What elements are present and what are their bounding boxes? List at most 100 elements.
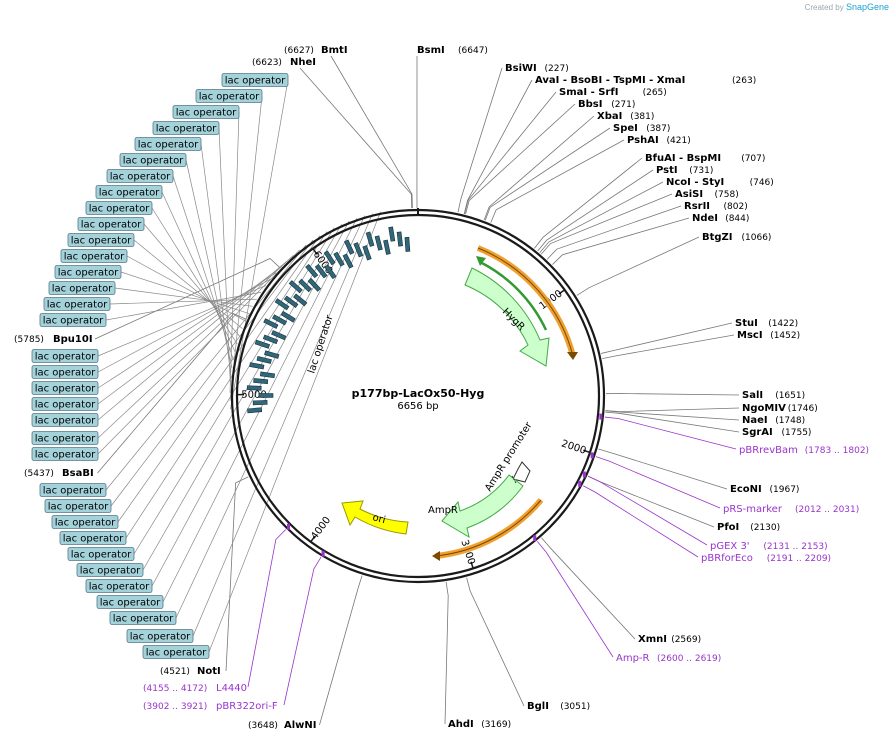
lac-operator-box-label: lac operator (176, 108, 237, 119)
lac-operator-mark (323, 250, 336, 266)
leader-line (319, 575, 363, 726)
leader-line (604, 416, 737, 450)
lac-operator-box (85, 201, 153, 215)
hygr-orf-arrowhead (567, 352, 578, 360)
primer-mark (590, 452, 594, 459)
scale-tick-label: 4000 (309, 515, 333, 542)
hygr-feature-arrow (464, 267, 550, 367)
lac-operator-box-label: lac operator (58, 268, 119, 279)
lac-operator-mark (272, 314, 288, 326)
leader-line (587, 475, 708, 546)
site-pos: (1748) (775, 416, 805, 426)
site-pos: (802) (724, 202, 748, 212)
site-name: PstI (656, 165, 678, 176)
lac-operator-box (126, 629, 194, 643)
site-name: BmtI (321, 45, 348, 56)
lac-operator-box-label: lac operator (35, 400, 96, 411)
primer-name: pBRrevBam (739, 445, 798, 456)
site-name: BglI (527, 701, 549, 712)
site-name: XmnI (638, 634, 667, 645)
lac-operator-box (96, 595, 164, 609)
plasmid-length: 6656 bp (397, 401, 438, 412)
scale-tick (558, 289, 566, 295)
primer-pos: (3902 .. 3921) (143, 702, 207, 712)
lac-operator-box-label: lac operator (43, 486, 104, 497)
lac-operator-box (109, 611, 177, 625)
lac-operator-box (31, 397, 99, 411)
site-name: PfoI (717, 522, 739, 533)
lac-leader (105, 291, 262, 321)
site-name: NdeI (692, 213, 718, 224)
lac-leader (120, 271, 250, 314)
lac-operator-box-label: lac operator (35, 416, 96, 427)
lac-operator-mark (246, 385, 262, 391)
lac-operator-mark (353, 242, 364, 258)
leader-line (225, 476, 249, 672)
ampr-label: AmpR (428, 505, 458, 516)
lac-leader (172, 175, 234, 361)
ori-feature-arrow (341, 500, 409, 535)
site-pos: (1452) (770, 331, 800, 341)
lac-operator-mark (305, 264, 319, 279)
scale-tick-label: 5000 (241, 390, 267, 401)
lac-operator-box-label: lac operator (123, 156, 184, 167)
leader-line (605, 393, 740, 396)
lac-operator-box-label: lac operator (225, 76, 286, 87)
leader-line (534, 157, 643, 249)
leader-line (546, 205, 682, 260)
leader-line (283, 556, 322, 706)
site-name: BbsI (578, 99, 602, 110)
leader-line (537, 169, 654, 252)
ori-label: ori (371, 512, 386, 526)
leader-line (464, 91, 557, 214)
lac-operator-box-label: lac operator (99, 188, 160, 199)
primer-name: pBRforEco (701, 553, 753, 564)
leader-line (602, 334, 735, 360)
lac-operator-mark (293, 293, 308, 307)
lac-operator-mark (263, 318, 279, 329)
lac-operator-box (31, 431, 99, 445)
lac-leader (192, 213, 373, 637)
site-name: XbaI (597, 111, 622, 122)
site-pos: (6647) (458, 46, 488, 56)
lac-operator-box-label: lac operator (71, 550, 132, 561)
site-pos: (6627) (284, 46, 314, 56)
site-name: BtgZI (702, 232, 733, 243)
site-name: AlwNI (284, 720, 317, 731)
primer-pos: (4155 .. 4172) (143, 684, 207, 694)
leader-line (247, 529, 286, 688)
site-name: Bpu10I (53, 334, 93, 345)
site-name: BfuAI - BspMI (645, 153, 721, 164)
lac-operator-box-label: lac operator (100, 598, 161, 609)
site-name: NcoI - StyI (666, 177, 724, 188)
lac-operator-box (95, 185, 163, 199)
lac-leader (230, 79, 289, 410)
primer-name: L4440 (216, 683, 247, 694)
lac-operator-box (119, 153, 187, 167)
lac-operator-mark (264, 350, 280, 359)
primer-pos: (2131 .. 2153) (763, 542, 827, 552)
lac-operator-box (195, 89, 263, 103)
leader-line (444, 581, 449, 725)
primer-mark (582, 471, 586, 478)
lac-operator-box (59, 531, 127, 545)
lac-leader (97, 266, 282, 405)
lac-operator-box-label: lac operator (35, 352, 96, 363)
lac-operator-mark (280, 311, 296, 323)
lac-operator-mark (383, 239, 391, 255)
lac-operator-mark (256, 356, 272, 364)
lac-operator-box (134, 137, 202, 151)
lac-operator-mark (324, 264, 337, 280)
site-labels: BsmI(6647)BmtI(6627)NheI(6623)BsiWI(227)… (14, 45, 869, 731)
site-name: AsiSI (675, 189, 703, 200)
lac-operator-mark (274, 298, 290, 311)
leader-line (598, 448, 728, 490)
site-pos: (1746) (788, 404, 818, 414)
leader-line (605, 411, 740, 433)
site-pos: (746) (750, 178, 774, 188)
lac-leader (114, 287, 253, 307)
scale-tick (583, 449, 591, 454)
lac-operator-box (67, 233, 135, 247)
leader-line (576, 236, 700, 296)
